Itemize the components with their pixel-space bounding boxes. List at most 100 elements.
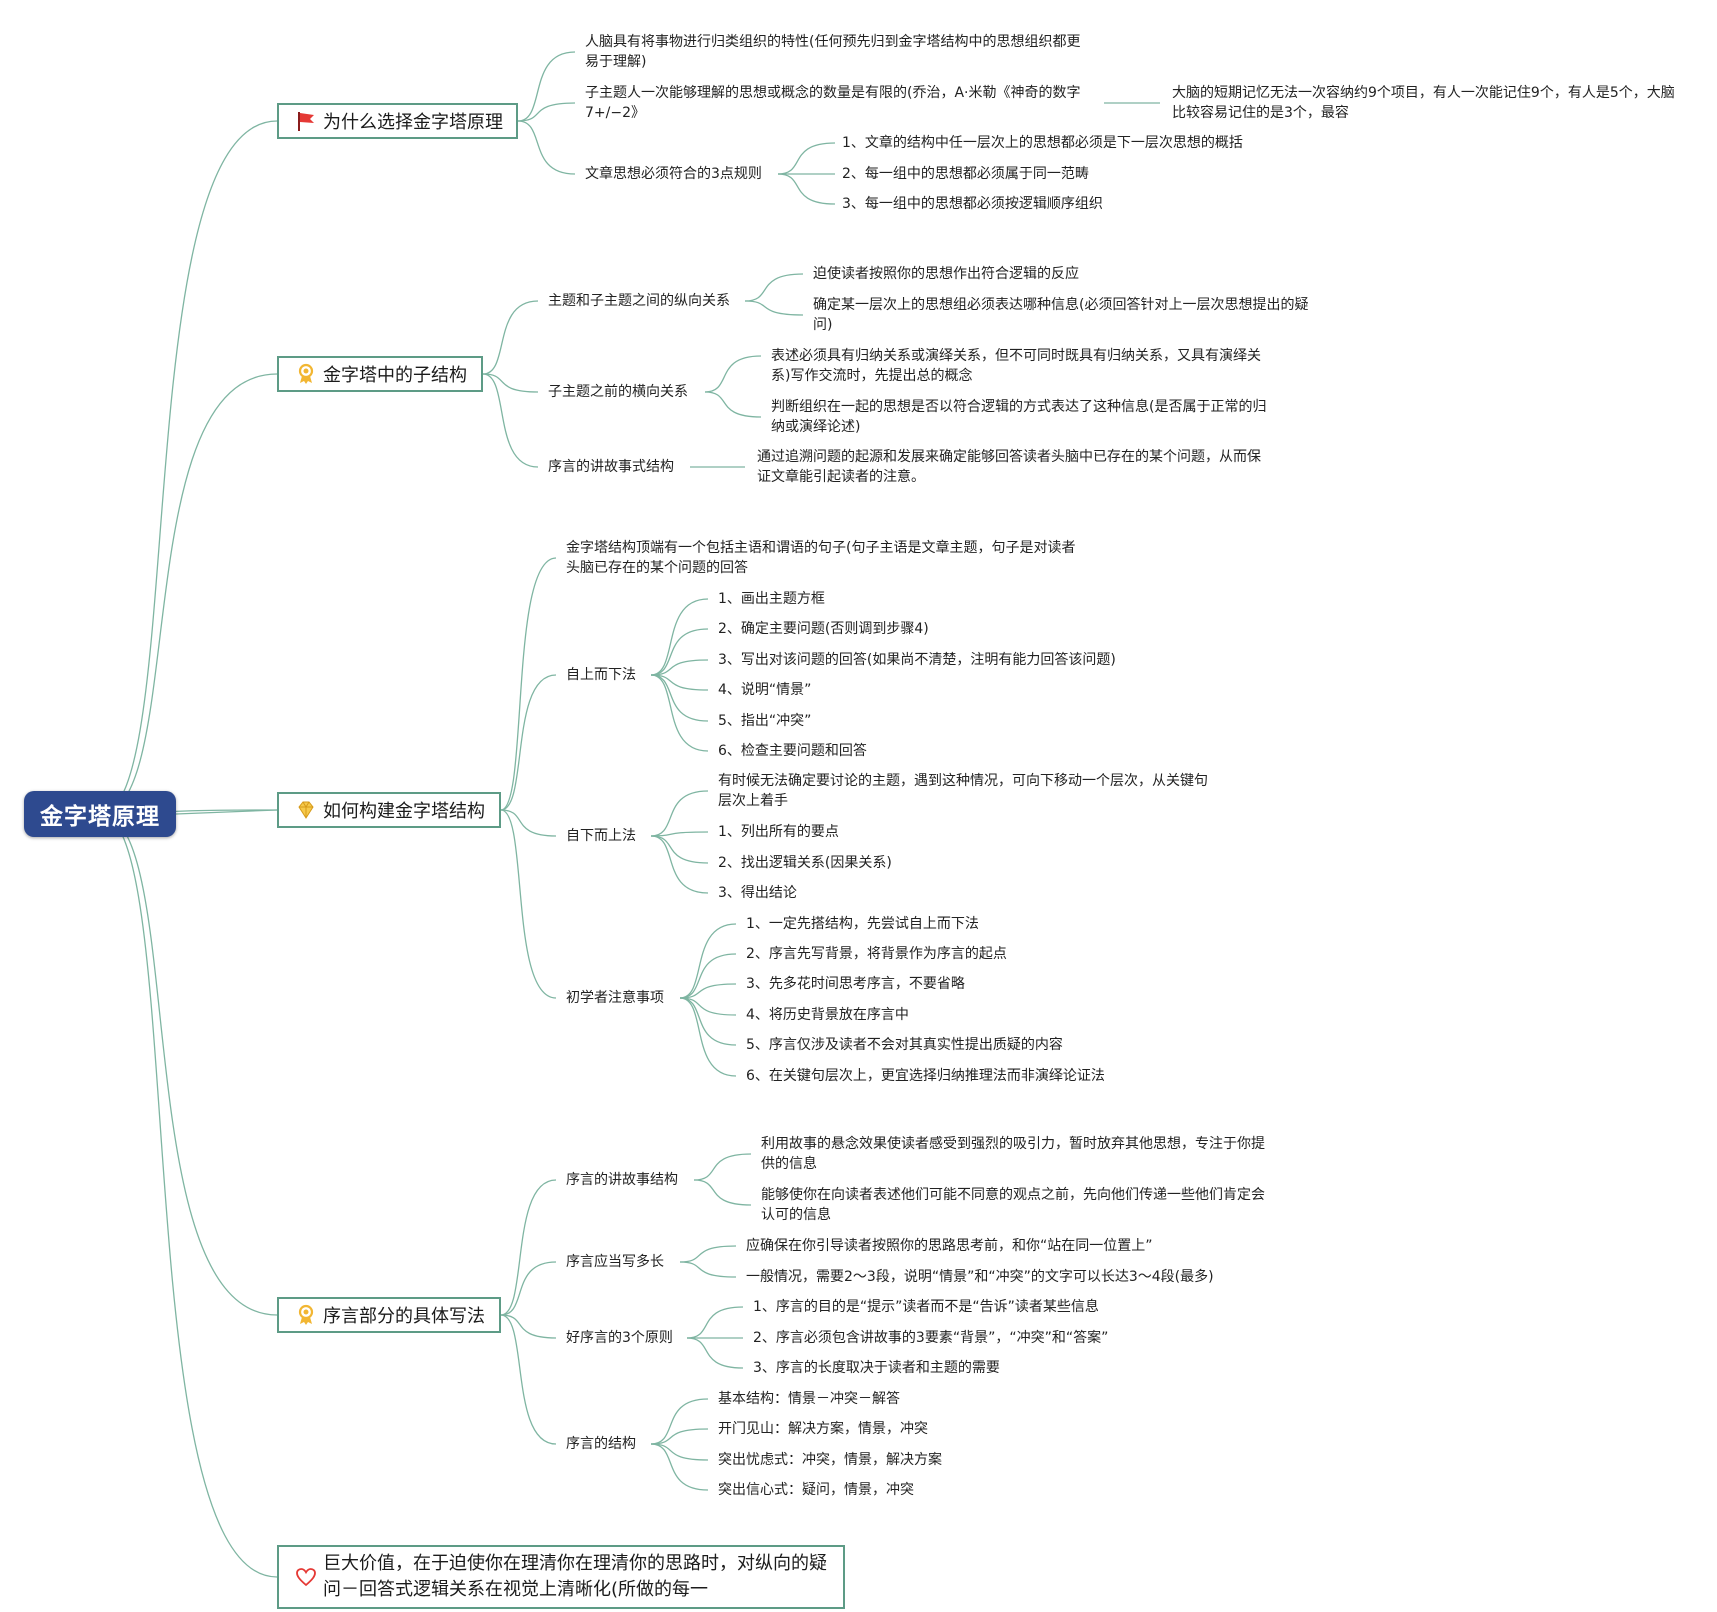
leaf-text: 6、在关键句层次上，更宜选择归纳推理法而非演绎论证法 <box>746 1068 1105 1084</box>
leaf-text: 基本结构：情景－冲突－解答 <box>718 1391 900 1407</box>
connector-line <box>482 300 539 375</box>
subtopic-label: 序言的结构 <box>566 1436 636 1452</box>
connector-line <box>650 831 709 837</box>
connector-line <box>686 1306 744 1339</box>
root-topic[interactable]: 金字塔原理 <box>24 791 176 837</box>
topic-preface-writing[interactable]: 序言部分的具体写法 <box>277 1297 501 1333</box>
leaf-text: 子主题人一次能够理解的思想或概念的数量是有限的(乔治，A·米勒《神奇的数字7+/… <box>585 85 1081 121</box>
subtopic-label: 主题和子主题之间的纵向关系 <box>548 293 730 309</box>
leaf-text: 1、画出主题方框 <box>718 591 825 607</box>
leaf-text: 1、列出所有的要点 <box>718 824 839 840</box>
connector-line <box>650 674 709 722</box>
connector-line <box>679 923 737 999</box>
leaf-text: 1、一定先搭结构，先尝试自上而下法 <box>746 916 979 932</box>
leaf-text: 金字塔结构顶端有一个包括主语和谓语的句子(句子主语是文章主题，句子是对读者头脑已… <box>566 540 1076 576</box>
leaf-text: 2、序言必须包含讲故事的3要素“背景”，“冲突”和“答案” <box>753 1330 1109 1346</box>
subtopic-label: 文章思想必须符合的3点规则 <box>585 166 762 182</box>
leaf-text: 4、将历史背景放在序言中 <box>746 1007 909 1023</box>
connector-line <box>650 659 709 676</box>
leaf-text: 突出信心式：疑问，情景，冲突 <box>718 1482 914 1498</box>
connector-line <box>99 120 278 815</box>
diamond-icon <box>298 801 314 819</box>
topic-substructure[interactable]: 金字塔中的子结构 <box>277 356 483 392</box>
connector-line <box>482 373 539 468</box>
connector-line <box>744 273 804 302</box>
connector-line <box>693 1153 752 1181</box>
award-ribbon-icon <box>298 1304 314 1325</box>
leaf-text: 突出忧虑式：冲突，情景，解决方案 <box>718 1452 942 1468</box>
connector-line <box>500 809 557 999</box>
connector-line <box>679 997 737 1077</box>
connector-line <box>650 835 709 894</box>
connector-line <box>99 373 278 815</box>
connector-line <box>500 1314 557 1445</box>
subtopic-label: 自上而下法 <box>566 667 636 683</box>
connector-line <box>704 355 762 393</box>
topic-build-pyramid[interactable]: 如何构建金字塔结构 <box>277 792 501 828</box>
leaf-text: 开门见山：解决方案，情景，冲突 <box>718 1421 928 1437</box>
connector-line <box>650 674 709 691</box>
leaf-text: 3、每一组中的思想都必须按逻辑顺序组织 <box>842 196 1103 212</box>
leaf-text: 3、序言的长度取决于读者和主题的需要 <box>753 1360 1000 1376</box>
connector-line <box>99 813 278 1316</box>
subtopic-label: 好序言的3个原则 <box>566 1330 673 1346</box>
connector-line <box>679 1245 737 1263</box>
connector-line <box>500 1261 557 1316</box>
leaf-text: 确定某一层次上的思想组必须表达哪种信息(必须回答针对上一层次思想提出的疑问) <box>813 297 1309 333</box>
connector-line <box>650 835 709 864</box>
topic-why-pyramid[interactable]: 为什么选择金字塔原理 <box>277 103 518 139</box>
connector-line <box>777 142 836 175</box>
topic-label: 为什么选择金字塔原理 <box>323 112 503 133</box>
leaf-text: 应确保在你引导读者按照你的思路思考前，和你“站在同一位置上” <box>746 1238 1153 1254</box>
heart-icon <box>296 1568 316 1587</box>
connector-line <box>500 1179 557 1316</box>
leaf-text: 一般情况，需要2～3段，说明“情景”和“冲突”的文字可以长达3～4段(最多) <box>746 1269 1214 1285</box>
subtopic-label: 初学者注意事项 <box>566 990 664 1006</box>
connector-line <box>650 1443 709 1461</box>
connector-line <box>650 628 709 676</box>
subtopic-label: 序言的讲故事式结构 <box>548 459 674 475</box>
leaf-text: 2、每一组中的思想都必须属于同一范畴 <box>842 166 1089 182</box>
leaf-text: 能够使你在向读者表述他们可能不同意的观点之前，先向他们传递一些他们肯定会认可的信… <box>761 1187 1265 1223</box>
subtopic-label: 序言应当写多长 <box>566 1254 664 1270</box>
leaf-text: 2、序言先写背景，将背景作为序言的起点 <box>746 946 1007 962</box>
connector-line <box>482 373 539 393</box>
leaf-text: 5、指出“冲突” <box>718 713 812 729</box>
leaf-text: 2、确定主要问题(否则调到步骤4) <box>718 621 929 637</box>
connector-line <box>517 120 576 175</box>
connector-line <box>99 813 278 1578</box>
connector-line <box>777 173 836 205</box>
connector-line <box>679 1261 737 1278</box>
leaf-text: 2、找出逻辑关系(因果关系) <box>718 855 892 871</box>
connector-line <box>650 674 709 752</box>
connector-line <box>500 557 557 811</box>
leaf-text: 判断组织在一起的思想是否以符合逻辑的方式表达了这种信息(是否属于正常的归纳或演绎… <box>771 399 1267 435</box>
leaf-text: 4、说明“情景” <box>718 682 812 698</box>
leaf-text: 利用故事的悬念效果使读者感受到强烈的吸引力，暂时放弃其他思想，专注于你提供的信息 <box>761 1136 1265 1172</box>
connector-line <box>704 391 762 418</box>
leaf-text: 5、序言仅涉及读者不会对其真实性提出质疑的内容 <box>746 1037 1063 1053</box>
leaf-text: 3、写出对该问题的回答(如果尚不清楚，注明有能力回答该问题) <box>718 652 1116 668</box>
connector-line <box>679 953 737 999</box>
topic-label: 序言部分的具体写法 <box>323 1306 485 1327</box>
subtopic-label: 子主题之前的横向关系 <box>548 384 688 400</box>
connector-line <box>679 997 737 1046</box>
topic-label: 金字塔中的子结构 <box>323 365 467 386</box>
subtopic-label: 自下而上法 <box>566 828 636 844</box>
subtopic-label: 序言的讲故事结构 <box>566 1172 678 1188</box>
connector-line <box>650 598 709 676</box>
leaf-text: 3、得出结论 <box>718 885 797 901</box>
connector-line <box>650 1443 709 1491</box>
leaf-text: 1、序言的目的是“提示”读者而不是“告诉”读者某些信息 <box>753 1299 1099 1315</box>
connector-line <box>500 1314 557 1339</box>
leaf-text: 3、先多花时间思考序言，不要省略 <box>746 976 965 992</box>
connector-line <box>650 1398 709 1445</box>
award-ribbon-icon <box>298 363 314 384</box>
note-text: 通过追溯问题的起源和发展来确定能够回答读者头脑中已存在的某个问题，从而保证文章能… <box>757 449 1261 485</box>
leaf-text: 表述必须具有归纳关系或演绎关系，但不可同时既具有归纳关系，又具有演绎关系)写作交… <box>771 348 1261 384</box>
topic-value[interactable]: 巨大价值，在于迫使你在理清你在理清你的思路时，对纵向的疑问－回答式逻辑关系在视觉… <box>277 1545 845 1609</box>
connector-line <box>744 300 804 316</box>
leaf-text: 1、文章的结构中任一层次上的思想都必须是下一层次思想的概括 <box>842 135 1243 151</box>
topic-label: 如何构建金字塔结构 <box>323 801 485 822</box>
